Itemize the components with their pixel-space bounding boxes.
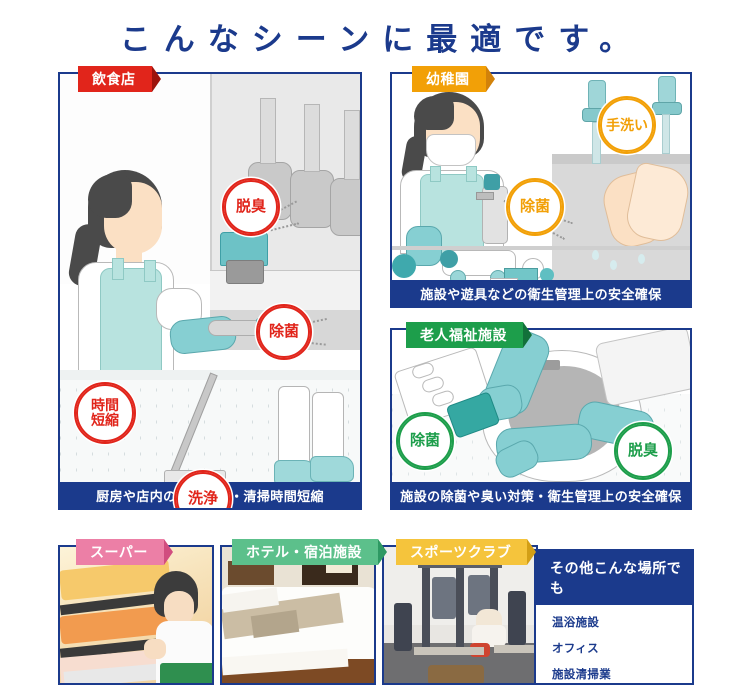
ribbon-fold-icon [151,66,161,92]
ribbon-kindergarten: 幼稚園 [412,66,495,92]
ribbon-fold-icon [163,539,173,565]
other-places-list: 温浴施設 オフィス 施設清掃業 運送業(コンテナ清掃) タクシー・レンタカーの車… [536,605,692,692]
badge-time-reduction: 時間 短縮 [74,382,136,444]
panel-restaurant: 脱臭 除菌 時間 短縮 洗浄 厨房や店内の簡単除菌・清掃時間短縮 [58,72,362,510]
badge-handwash: 手洗い [598,96,656,154]
list-item: 温浴施設 [552,617,600,629]
ribbon-elderly-care-label: 老人福祉施設 [420,327,507,343]
ribbon-supermarket-label: スーパー [90,544,148,560]
badge-sanitize-kindergarten: 除菌 [506,178,564,236]
ribbon-kindergarten-label: 幼稚園 [426,71,470,87]
elderly-care-illustration: 除菌 脱臭 [392,330,690,508]
panel-elderly-care: 除菌 脱臭 施設の除菌や臭い対策・衛生管理上の安全確保 [390,328,692,510]
badge-sanitize: 除菌 [256,304,312,360]
badge-sanitize-elderly: 除菌 [396,412,454,470]
ribbon-hotel: ホテル・宿泊施設 [232,539,387,565]
badge-time-reduction-line2: 短縮 [91,412,119,428]
kindergarten-illustration: 除菌 手洗い [392,74,690,306]
caption-elderly-care: 施設の除菌や臭い対策・衛生管理上の安全確保 [392,482,690,508]
ribbon-restaurant: 飲食店 [78,66,161,92]
ribbon-sports-club-label: スポーツクラブ [410,544,512,560]
list-item: オフィス [552,643,599,655]
other-places-box: その他こんな場所でも 温浴施設 オフィス 施設清掃業 運送業(コンテナ清掃) タ… [534,549,694,685]
ribbon-fold-icon [523,322,532,348]
photo-card-supermarket [58,545,214,685]
ribbon-supermarket: スーパー [76,539,173,565]
ribbon-restaurant-label: 飲食店 [92,71,136,87]
caption-kindergarten: 施設や遊具などの衛生管理上の安全確保 [392,280,690,306]
panel-kindergarten: 除菌 手洗い 施設や遊具などの衛生管理上の安全確保 [390,72,692,308]
list-item: 施設清掃業 [552,669,611,681]
ribbon-sports-club: スポーツクラブ [396,539,537,565]
badge-deodorize: 脱臭 [222,178,280,236]
page-title: こんなシーンに最適です。 [119,22,644,57]
ribbon-hotel-label: ホテル・宿泊施設 [246,544,362,560]
ribbon-fold-icon [527,539,537,565]
ribbon-fold-icon [485,66,495,92]
other-places-heading: その他こんな場所でも [536,551,692,605]
badge-deodorize-elderly: 脱臭 [614,422,672,480]
restaurant-illustration: 脱臭 除菌 時間 短縮 洗浄 [60,74,360,508]
photo-card-sports-club [382,545,538,685]
badge-time-reduction-line1: 時間 [91,397,119,414]
photo-card-hotel [220,545,376,685]
ribbon-fold-icon [378,539,387,565]
ribbon-elderly-care: 老人福祉施設 [406,322,532,348]
